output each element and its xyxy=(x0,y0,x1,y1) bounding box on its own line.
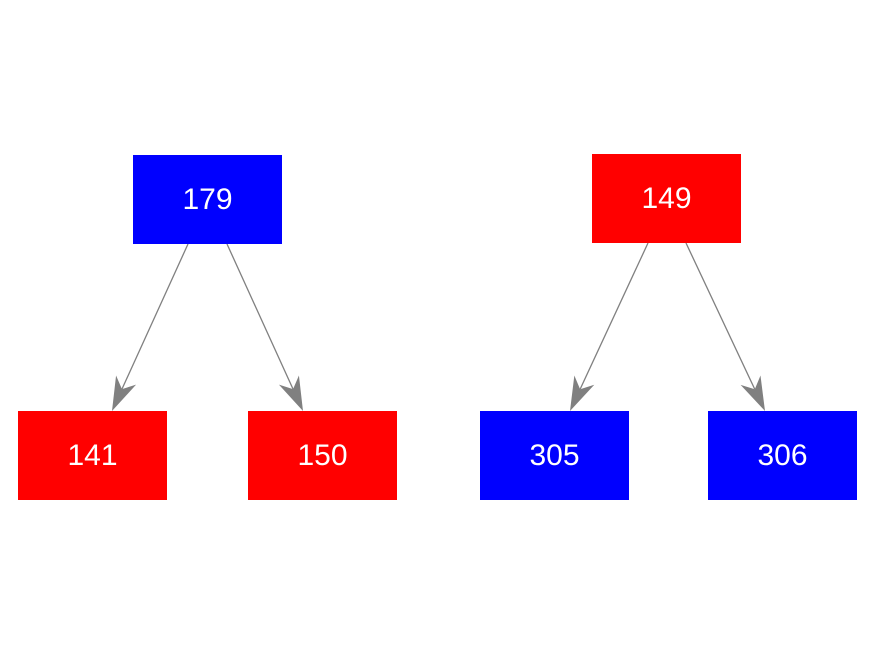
node-label: 150 xyxy=(297,438,348,472)
arrowhead-icon xyxy=(112,375,137,411)
left-tree-root-node: 179 xyxy=(133,155,282,244)
node-label: 306 xyxy=(757,438,808,472)
node-label: 141 xyxy=(67,438,118,472)
left-tree-left-child-node: 141 xyxy=(18,411,167,500)
node-label: 179 xyxy=(182,182,233,216)
right-tree-root-node: 149 xyxy=(592,154,741,243)
arrowhead-icon xyxy=(740,375,765,411)
right-tree-left-child-node: 305 xyxy=(480,411,629,500)
arrowhead-icon xyxy=(570,375,595,411)
edge-line xyxy=(226,243,294,390)
node-label: 305 xyxy=(529,438,580,472)
edge-line xyxy=(121,243,189,390)
edge-line xyxy=(685,242,756,390)
edge-line xyxy=(579,242,649,390)
arrowhead-icon xyxy=(278,375,303,411)
node-label: 149 xyxy=(641,181,692,215)
left-tree-right-child-node: 150 xyxy=(248,411,397,500)
right-tree-right-child-node: 306 xyxy=(708,411,857,500)
